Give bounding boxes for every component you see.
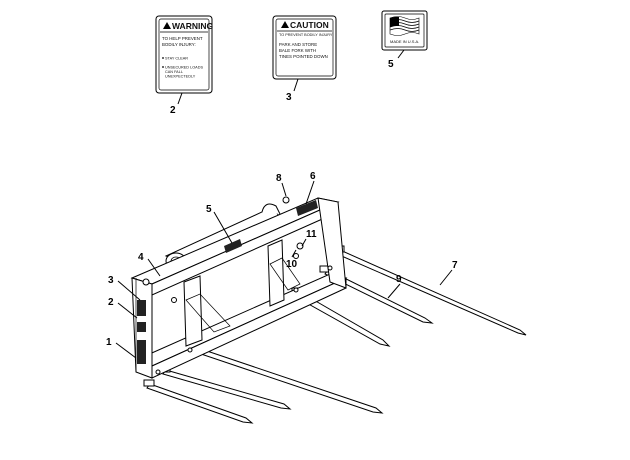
caution-line-3: BALE FORK WITH xyxy=(279,48,316,53)
callout-decal-3: 3 xyxy=(286,92,292,103)
callout-11: 11 xyxy=(306,229,317,240)
flag-caption: MADE IN U.S.A. xyxy=(390,39,419,44)
warning-decal: WARNING TO HELP PREVENT BODILY INJURY: S… xyxy=(155,15,213,94)
callout-1: 1 xyxy=(106,337,112,348)
caution-title: CAUTION xyxy=(290,20,329,30)
caution-line-1: TO PREVENT BODILY INJURY xyxy=(279,33,333,37)
callout-3: 3 xyxy=(108,275,114,286)
warning-item-1: STAY CLEAR xyxy=(165,57,188,61)
callout-decal-2: 2 xyxy=(170,105,176,116)
warning-item-2c: UNEXPECTEDLY xyxy=(165,75,196,79)
callout-5: 5 xyxy=(206,204,212,215)
warning-line-2: BODILY INJURY: xyxy=(162,42,196,47)
warning-item-2a: UNSECURED LOADS xyxy=(165,66,203,70)
bale-fork-assembly xyxy=(130,196,527,424)
callout-6: 6 xyxy=(310,171,316,182)
hardware-bolts xyxy=(142,196,333,375)
callout-2: 2 xyxy=(108,297,114,308)
callout-8: 8 xyxy=(276,173,282,184)
callout-decal-5: 5 xyxy=(388,59,394,70)
flag-decal: MADE IN U.S.A. xyxy=(381,10,428,51)
caution-line-4: TINES POINTED DOWN xyxy=(279,54,328,59)
callout-9: 9 xyxy=(396,274,402,285)
caution-triangle-icon xyxy=(281,21,289,28)
caution-decal: CAUTION TO PREVENT BODILY INJURY PARK AN… xyxy=(272,15,337,80)
frame-decals xyxy=(137,200,318,364)
callout-7: 7 xyxy=(452,260,458,271)
callout-4: 4 xyxy=(138,252,144,263)
callout-10: 10 xyxy=(286,259,298,270)
caution-line-2: PARK AND STORE xyxy=(279,42,317,47)
part-callouts: 1 2 3 4 5 6 7 8 9 10 11 xyxy=(106,171,458,359)
warning-item-2b: CAN FALL xyxy=(165,70,183,74)
warning-title: WARNING xyxy=(172,21,213,31)
us-flag-icon xyxy=(389,16,420,36)
warning-line-1: TO HELP PREVENT xyxy=(162,36,203,41)
main-frame xyxy=(130,197,348,379)
warning-triangle-icon xyxy=(163,22,171,29)
